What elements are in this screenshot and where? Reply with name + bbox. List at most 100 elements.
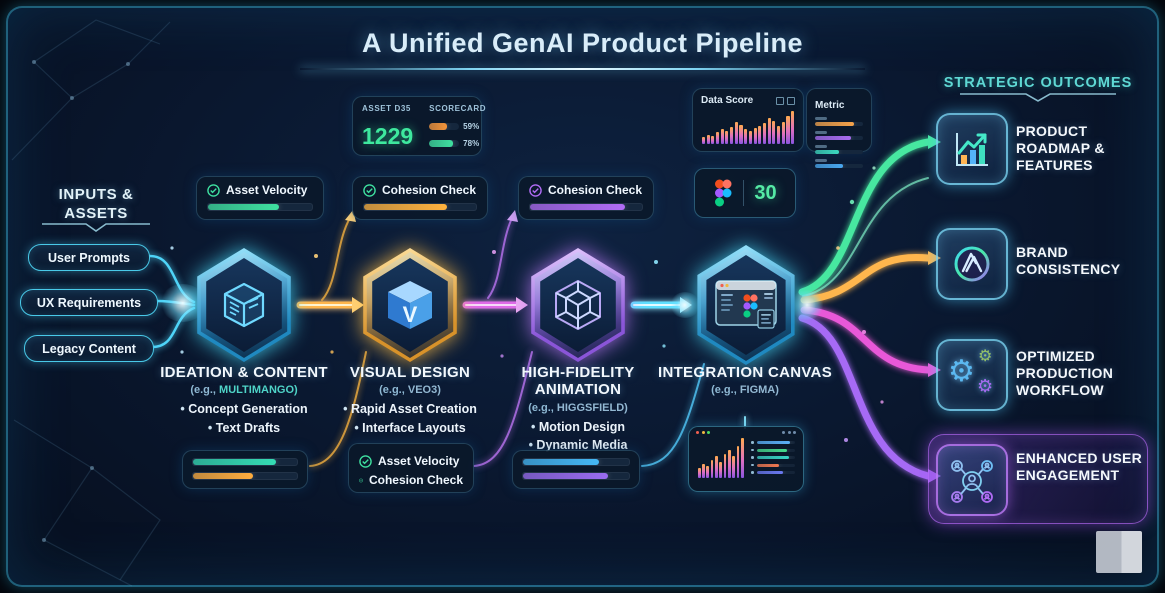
metric-bar (815, 122, 855, 126)
scorecard-left: Asset D35 1229 (362, 104, 413, 148)
stage-example-tool: VEO3) (407, 384, 441, 397)
visual-design-checklist-panel: Asset Velocity Cohesion Check (348, 443, 474, 493)
meter-bar (193, 459, 277, 465)
meter-bar (523, 459, 600, 465)
stage-hex-visual-design: V (358, 248, 462, 362)
outcome-label-engagement: ENHANCED USER ENGAGEMENT (1016, 450, 1143, 483)
stage-example-prefix: (e.g., (190, 384, 216, 397)
stage-label-visual-design: VISUAL DESIGN (e.g., VEO3) Rapid Asset C… (320, 364, 500, 438)
badge-label: Cohesion Check (382, 183, 477, 197)
stage-hex-ideation (192, 248, 296, 362)
outcomes-heading: STRATEGIC OUTCOMES (943, 75, 1133, 91)
outcome-tile-roadmap (936, 113, 1008, 185)
input-pill-ux-requirements: UX Requirements (20, 289, 158, 316)
figma-logo-icon (715, 179, 732, 207)
scorecard-bar (429, 140, 453, 147)
scorecard-bar-row: 59% (429, 122, 486, 131)
scorecard-right-label: SCORECARD (429, 104, 487, 113)
cohesion-check-badge: Cohesion Check (352, 176, 488, 220)
metric-row (815, 159, 863, 168)
badge-label: Asset Velocity (226, 183, 308, 197)
scorecard-pct: 78% (463, 139, 480, 148)
input-pill-label: Legacy Content (42, 341, 136, 356)
window-traffic-lights (696, 431, 710, 434)
check-circle-icon (207, 183, 220, 197)
input-pill-label: User Prompts (48, 250, 130, 265)
stage-bullet: Rapid Asset Creation (320, 400, 500, 419)
stage-label-ideation: IDEATION & CONTENT (e.g., MULTIMANGO) Co… (154, 364, 334, 438)
metric-bar (815, 164, 843, 168)
stage-example-prefix: (e.g., (379, 384, 405, 397)
stage-name: HIGH-FIDELITY ANIMATION (521, 364, 635, 399)
metric-panel: Metric (806, 88, 872, 168)
ideation-meters-panel (182, 450, 308, 489)
outcome-tile-workflow: ⚙ ⚙ ⚙ (936, 339, 1008, 411)
growth-chart-icon (956, 133, 988, 166)
stage-example-tool: FIGMA) (739, 384, 779, 397)
window-bar-chart (697, 438, 744, 478)
input-pill-label: UX Requirements (36, 295, 142, 310)
stage-bullet: Interface Layouts (320, 419, 500, 438)
watermark-block (1096, 531, 1142, 573)
stage-hex-animation (526, 248, 630, 362)
scorecard-pct: 59% (463, 121, 480, 131)
stage-bullet: Motion Design (488, 418, 668, 437)
check-circle-icon (359, 478, 363, 482)
stage-example-prefix: (e.g., (528, 401, 554, 414)
stage-label-animation: HIGH-FIDELITY ANIMATION (e.g., HIGGSFIEL… (488, 364, 668, 455)
badge-progress (208, 204, 279, 210)
badge-progress (530, 204, 626, 210)
veo-cube-icon: V (388, 281, 432, 329)
brand-logo-icon (954, 246, 990, 282)
stage-bullet: Concept Generation (154, 400, 334, 419)
input-pill-legacy-content: Legacy Content (24, 335, 154, 362)
wireframe-cube-icon (555, 280, 601, 330)
scorecard-value: 1229 (362, 123, 414, 149)
content-cube-icon (223, 282, 265, 328)
outcome-tile-engagement (936, 444, 1008, 516)
inputs-heading: INPUTS & ASSETS (58, 186, 134, 222)
scorecard-left-label: Asset D35 (362, 104, 411, 113)
meter-bar (193, 473, 254, 479)
figma-count-badge: 30 (694, 168, 796, 218)
figma-canvas-window-icon (715, 280, 777, 329)
check-circle-icon (363, 183, 376, 197)
animation-meters-panel (512, 450, 640, 489)
check-circle-icon (529, 183, 542, 197)
divider (743, 180, 745, 206)
cohesion-check-badge: Cohesion Check (518, 176, 654, 220)
scorecard-right: SCORECARD 59% 78% (429, 104, 486, 148)
panel-window-icons (776, 96, 795, 105)
scorecard-bar (429, 122, 447, 130)
metric-bar (815, 136, 851, 140)
stage-name: VISUAL DESIGN (349, 364, 471, 381)
scorecard-bar-row: 78% (429, 139, 486, 148)
stage-label-integration: INTEGRATION CANVAS (e.g., FIGMA) (655, 364, 835, 396)
title-underline (300, 68, 865, 70)
stage-example-tool: MULTIMANGO) (219, 384, 298, 397)
data-score-bar-chart (701, 111, 795, 144)
badge-label: Cohesion Check (548, 183, 643, 197)
checklist-item: Cohesion Check (368, 473, 463, 487)
page-title: A Unified GenAI Product Pipeline (361, 28, 804, 58)
badge-progress (364, 204, 447, 210)
stage-name: INTEGRATION CANVAS (657, 364, 832, 381)
stage-name: IDEATION & CONTENT (160, 364, 328, 381)
window-menu-dots (782, 431, 796, 434)
integration-dashboard-window (688, 426, 804, 492)
stage-example-tool: HIGGSFIELD) (556, 401, 628, 414)
check-circle-icon (359, 454, 372, 468)
veo-logo-letter: V (403, 302, 418, 327)
metric-bar (815, 150, 839, 154)
metric-row (815, 145, 863, 154)
asset-velocity-badge: Asset Velocity (196, 176, 324, 220)
meter-bar (523, 473, 608, 479)
metric-title: Metric (815, 100, 845, 111)
engagement-highlight-box (928, 434, 1148, 524)
grid-icon (776, 96, 784, 105)
expand-icon (787, 96, 795, 105)
stage-bullet: Text Drafts (154, 419, 334, 438)
asset-scorecard-panel: Asset D35 1229 SCORECARD 59% 78% (352, 96, 486, 156)
data-score-panel: Data Score (692, 88, 804, 152)
